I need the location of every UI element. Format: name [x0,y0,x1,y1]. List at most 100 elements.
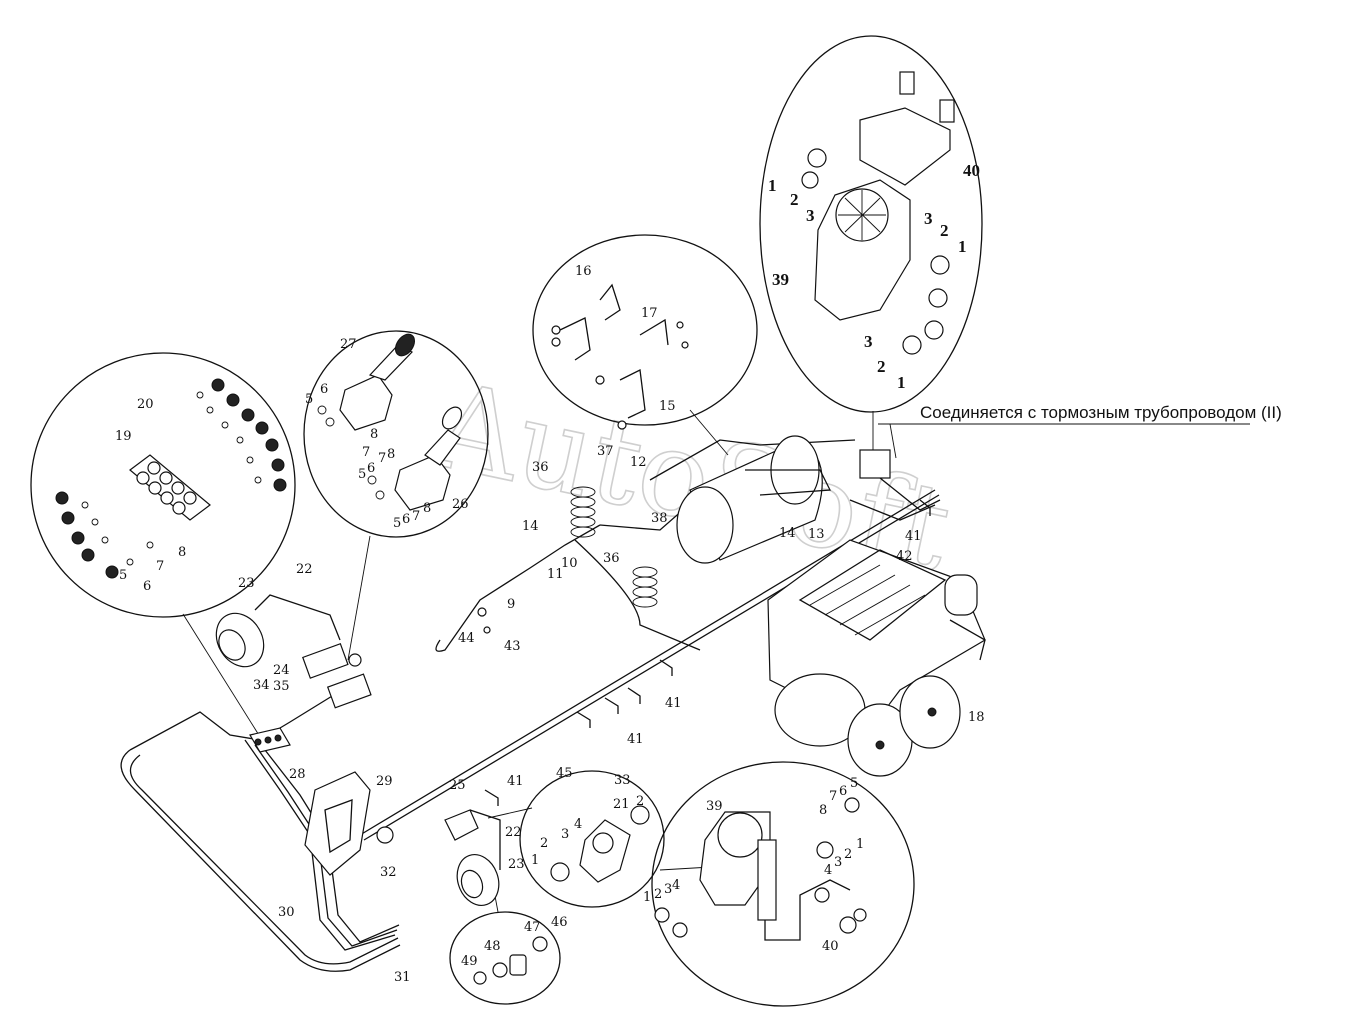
callout-39: 39 [772,270,789,289]
brake-valve-29 [304,771,394,876]
callout-2: 2 [540,836,548,851]
callout-12: 12 [630,455,647,470]
detail-callout-fitting-46 [449,911,561,1005]
callout-6: 6 [839,784,847,799]
detail-callout-brackets [532,234,758,426]
valve-25 [444,809,501,870]
relay-valve-detail-bottom [654,797,867,941]
callout-23: 23 [508,857,525,872]
callout-6: 6 [320,382,328,397]
detail-callout-hand-valves [303,330,489,538]
air-tank [676,435,832,564]
callout-5: 5 [393,516,401,531]
callout-3: 3 [834,855,842,870]
callout-35: 35 [273,679,290,694]
callout-7: 7 [156,559,164,574]
callout-4: 4 [574,817,582,832]
valve-21-detail [550,805,650,883]
callout-45: 45 [556,766,573,781]
callout-1: 1 [531,853,539,868]
callout-36: 36 [532,460,549,475]
callout-38: 38 [651,511,668,526]
callout-1: 1 [856,837,864,852]
callout-2: 2 [790,190,799,209]
pipe-bundle-30 [120,684,401,972]
callout-31: 31 [394,970,411,985]
coil-hose-lower [632,566,658,608]
callout-30: 30 [278,905,295,920]
callout-49: 49 [461,954,478,969]
hand-valve-24 [302,642,372,709]
detail-callout-relay-valve-top [759,35,983,413]
callout-19: 19 [115,429,132,444]
callout-25: 25 [449,778,466,793]
callout-9: 9 [507,597,515,612]
callout-36: 36 [603,551,620,566]
callout-44: 44 [458,631,475,646]
callout-41: 41 [627,732,644,747]
callout-2: 2 [636,794,644,809]
callout-46: 46 [551,915,568,930]
callout-16: 16 [575,264,592,279]
relay-valve-detail-top [801,71,955,355]
callout-37: 37 [597,444,614,459]
callout-8: 8 [423,501,431,516]
callout-4: 4 [672,878,680,893]
callout-15: 15 [659,399,676,414]
callout-26: 26 [452,497,469,512]
distributor-28 [249,727,291,753]
callout-5: 5 [850,776,858,791]
callout-23: 23 [238,576,255,591]
coil-hose-upper [570,486,596,538]
brake-chamber-23-left [215,594,341,668]
callout-41: 41 [665,696,682,711]
callout-29: 29 [376,774,393,789]
callout-1: 1 [958,237,967,256]
callout-10: 10 [561,556,578,571]
callout-47: 47 [524,920,541,935]
callout-17: 17 [641,306,658,321]
callout-3: 3 [806,206,815,225]
callout-2: 2 [877,357,886,376]
callout-22: 22 [505,825,522,840]
callout-14: 14 [779,526,796,541]
callout-7: 7 [412,509,420,524]
distributor-detail [55,378,287,579]
callout-2: 2 [654,887,662,902]
callout-2: 2 [844,847,852,862]
callout-28: 28 [289,767,306,782]
callout-27: 27 [340,337,357,352]
callout-8: 8 [387,447,395,462]
callout-41: 41 [507,774,524,789]
callout-6: 6 [143,579,151,594]
callout-40: 40 [822,939,839,954]
callout-34: 34 [253,678,270,693]
detail-callout-distributor [30,352,296,618]
callout-1: 1 [643,890,651,905]
callout-18: 18 [968,710,985,725]
bracket-detail [551,283,689,430]
callout-42: 42 [896,549,913,564]
callout-3: 3 [561,827,569,842]
brackets-41 [484,499,931,806]
callout-3: 3 [864,332,873,351]
callout-33: 33 [614,773,631,788]
fitting-detail [473,936,548,985]
callout-6: 6 [402,512,410,527]
callout-8: 8 [178,545,186,560]
callout-22: 22 [296,562,313,577]
callout-5: 5 [358,467,366,482]
callout-8: 8 [819,803,827,818]
callout-7: 7 [378,451,386,466]
callout-5: 5 [305,392,313,407]
callout-6: 6 [367,461,375,476]
callout-41: 41 [905,529,922,544]
connection-note: Соединяется с тормозным трубопроводом (I… [920,403,1282,422]
callout-2: 2 [940,221,949,240]
callout-4: 4 [824,863,832,878]
callout-43: 43 [504,639,521,654]
callout-labels: 5 6 7 8 19 20 27 6 5 7 8 6 7 8 5 5 6 7 8… [115,161,985,985]
callout-39: 39 [706,799,723,814]
